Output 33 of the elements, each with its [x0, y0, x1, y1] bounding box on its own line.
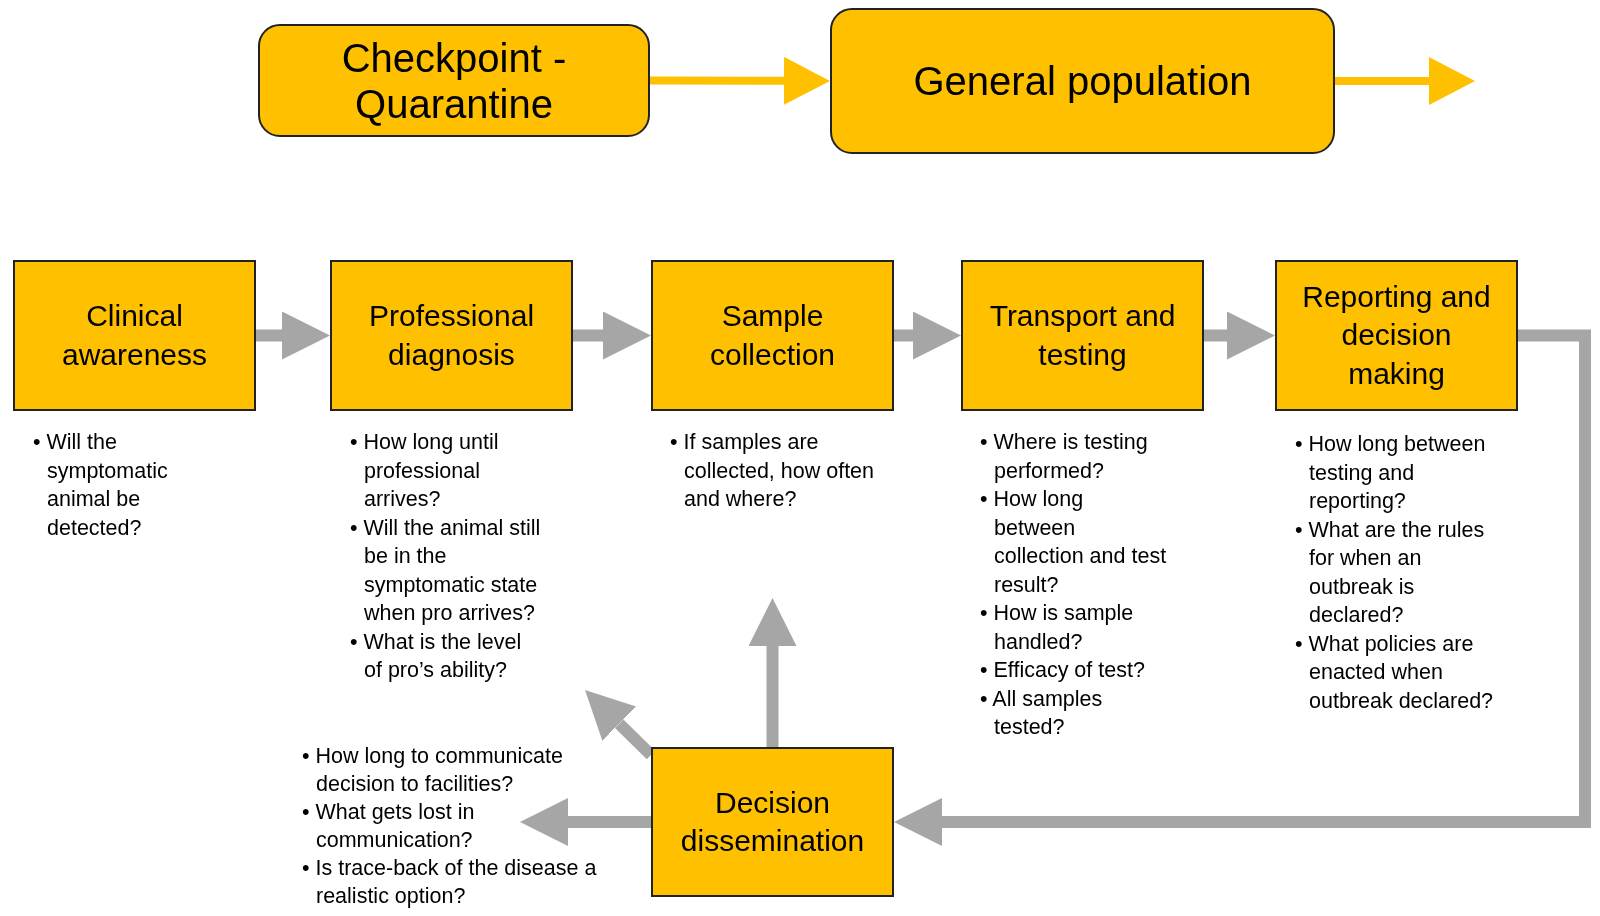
bullet-text: • How long between collection and test result?	[980, 486, 1168, 599]
bullet-text: • How long until professional arrives?	[350, 429, 500, 513]
arrow	[573, 311, 651, 360]
bullet-text: • Where is testing performed?	[980, 429, 1149, 485]
arrow	[894, 311, 961, 360]
stage-box: Checkpoint - Quarantine	[258, 24, 650, 137]
process-box: Transport and testing	[961, 260, 1204, 411]
process-box: Sample collection	[651, 260, 894, 411]
arrow	[748, 598, 797, 747]
bullet-text: • Efficacy of test?	[980, 657, 1146, 684]
bullet-text: • Is trace-back of the disease a realistic option?	[302, 855, 598, 910]
bullet-text: • All samples tested?	[980, 685, 1104, 741]
process-box: Professional diagnosis	[330, 260, 573, 411]
bullet-text: • What is the level of pro’s ability?	[350, 628, 523, 684]
bullet-text: • What are the rules for when an outbreak is declared?	[1295, 516, 1486, 629]
arrow	[1204, 311, 1275, 360]
bullet-text: • What gets lost in communication?	[302, 799, 476, 854]
bullet-text: • How long to communicate decision to facilities?	[302, 743, 564, 798]
bullet-text: • How long between testing and reporting?	[1295, 431, 1487, 515]
bullet-text: • Will the animal still be in the symptomatic state when pro arrives?	[350, 514, 542, 627]
process-box: Decision dissemination	[651, 747, 894, 897]
bullet-text: • How is sample handled?	[980, 600, 1135, 656]
arrow	[650, 56, 830, 105]
arrow	[1335, 57, 1475, 105]
arrow	[256, 311, 330, 360]
bullet-text: • What policies are enacted when outbreak declared?	[1295, 630, 1495, 715]
bullet-text: • If samples are collected, how often and where?	[670, 429, 876, 513]
bullet-text: • Will the symptomatic animal be detected?	[33, 429, 169, 542]
arrow	[520, 798, 651, 846]
stage-box: General population	[830, 8, 1335, 154]
process-box: Reporting and decision making	[1275, 260, 1518, 411]
process-box: Clinical awareness	[13, 260, 256, 411]
arrow	[894, 329, 1591, 846]
